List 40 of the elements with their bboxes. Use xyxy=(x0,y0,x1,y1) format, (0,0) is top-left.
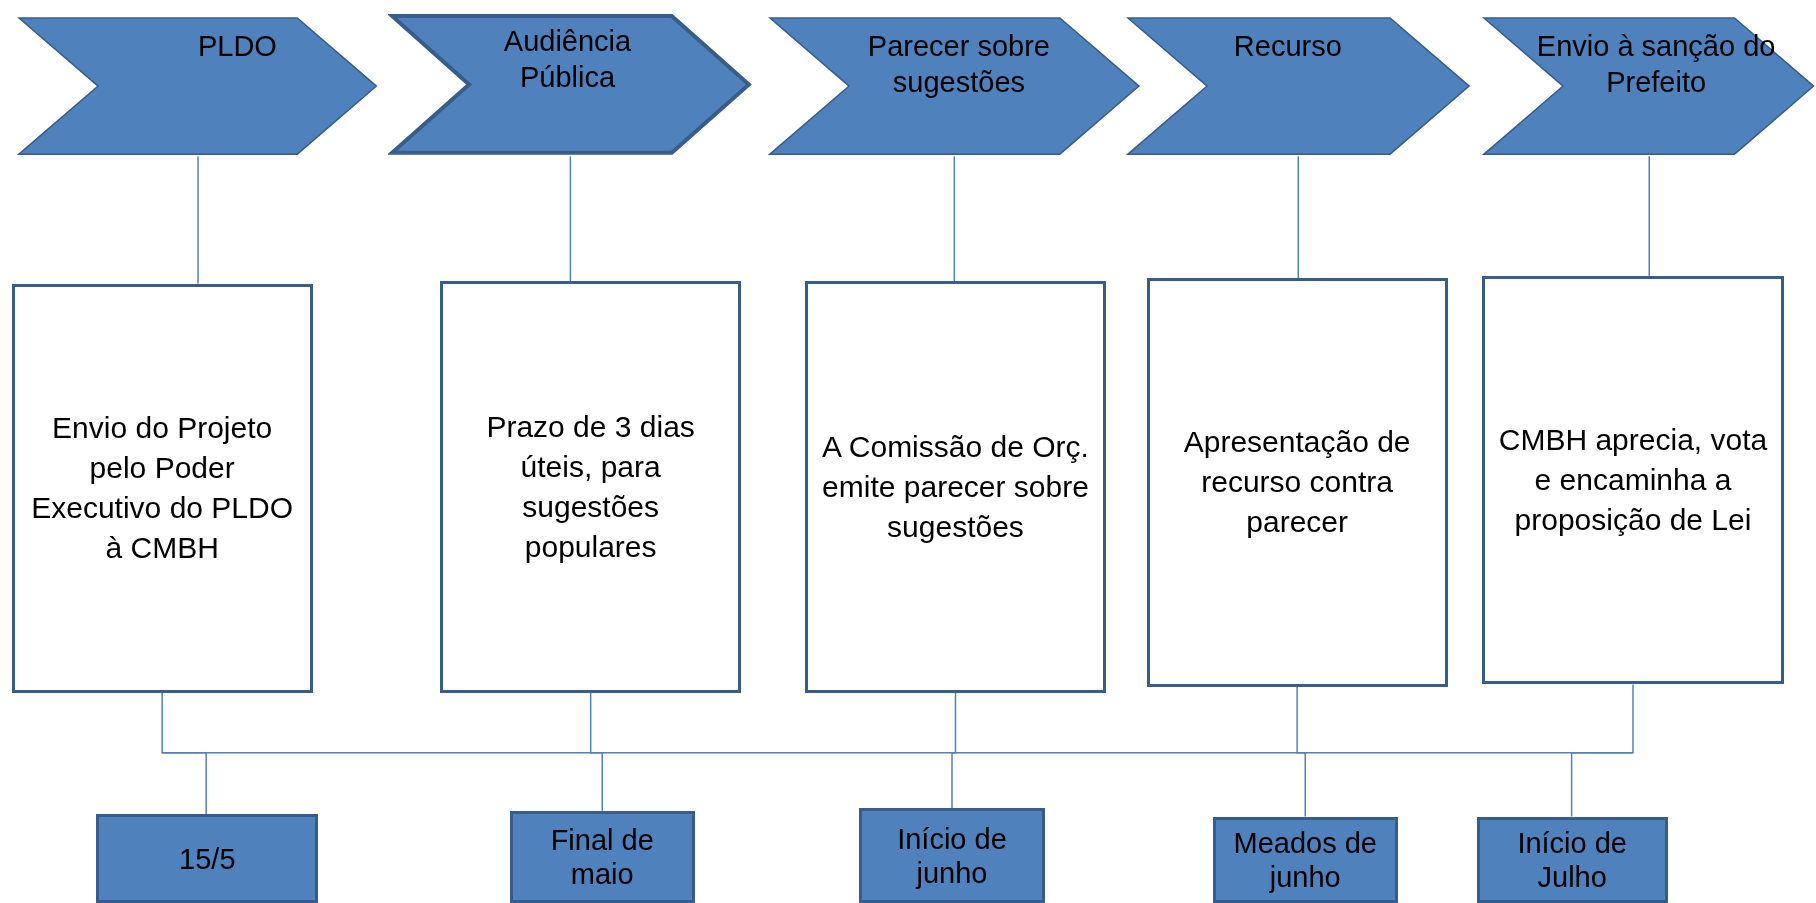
connector-line xyxy=(1296,686,1306,818)
connector-line xyxy=(953,155,956,283)
step-title: Envio à sanção do Prefeito xyxy=(1535,28,1777,100)
step-description: A Comissão de Orç. emite parecer sobre sugestões xyxy=(821,429,1090,545)
description-box xyxy=(440,281,742,693)
connector-line xyxy=(1648,155,1650,277)
description-box xyxy=(1146,277,1448,687)
description-box xyxy=(11,283,313,693)
step-description: Envio do Projeto pelo Poder Executivo do PLDO à CMBH xyxy=(30,410,295,567)
chevron-step xyxy=(1482,16,1816,157)
connector-line xyxy=(569,155,572,283)
step-description: CMBH aprecia, vota e encaminha a proposição de Lei xyxy=(1497,422,1769,539)
description-box xyxy=(804,281,1107,693)
connector-line xyxy=(161,691,207,815)
step-title: Parecer sobre sugestões xyxy=(866,28,1051,100)
connector-line xyxy=(951,691,957,810)
date-box xyxy=(1212,816,1398,903)
date-box xyxy=(1476,816,1668,903)
connector-line xyxy=(1570,683,1634,818)
connector-line xyxy=(197,155,199,285)
date-label: Início de junho xyxy=(896,821,1008,891)
date-label: 15/5 xyxy=(178,841,237,877)
date-label: Início de Julho xyxy=(1516,825,1628,895)
chevron-step xyxy=(17,16,379,157)
date-box xyxy=(859,808,1045,903)
step-title: Recurso xyxy=(1232,28,1343,64)
chevron-step xyxy=(388,11,753,157)
step-description: Prazo de 3 dias úteis, para sugestões populares xyxy=(485,409,696,565)
connector-line xyxy=(1297,155,1300,279)
connector-line xyxy=(589,691,603,812)
date-box xyxy=(509,810,695,903)
step-title: Audiência Pública xyxy=(502,24,633,96)
date-label: Final de maio xyxy=(549,823,655,892)
date-label: Meados de junho xyxy=(1232,825,1378,895)
chevron-step xyxy=(767,16,1141,157)
description-box xyxy=(1482,275,1784,685)
step-description: Apresentação de recurso contra parecer xyxy=(1182,424,1412,541)
step-title: PLDO xyxy=(196,28,278,64)
date-box xyxy=(96,814,319,903)
chevron-step xyxy=(1125,16,1471,157)
